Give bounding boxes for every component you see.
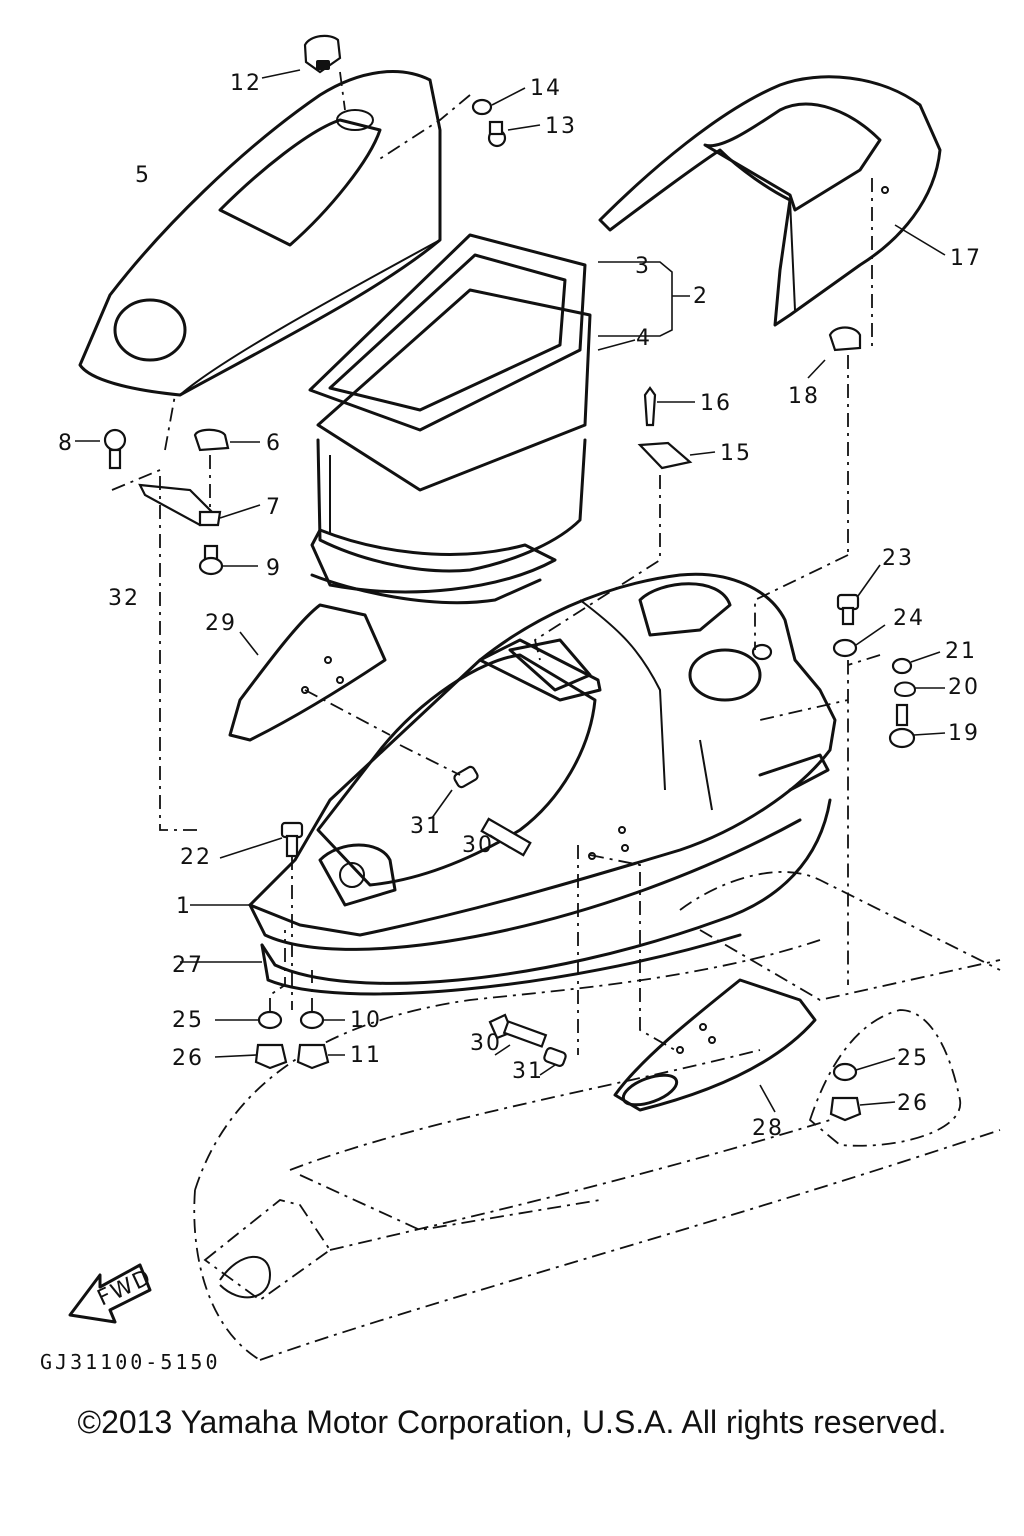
part-27-trim (180, 798, 832, 996)
parts-13-14-hardware (377, 87, 541, 161)
diagram-code: GJ31100-5150 (40, 1350, 221, 1374)
part-29-side-panel (228, 603, 391, 742)
callout-17: 17 (950, 246, 982, 271)
callout-31-lower: 31 (512, 1059, 544, 1084)
callout-28: 28 (752, 1116, 784, 1141)
callout-26-left: 26 (172, 1046, 204, 1071)
callout-20: 20 (948, 675, 980, 700)
callout-22: 22 (180, 845, 212, 870)
parts-30-31-lower (488, 845, 676, 1076)
callout-24: 24 (893, 606, 925, 631)
hull-outline (193, 871, 1001, 1361)
callout-18: 18 (788, 384, 820, 409)
callout-26-right: 26 (897, 1091, 929, 1116)
callout-8: 8 (58, 431, 74, 456)
callout-25-right: 25 (897, 1046, 929, 1071)
callout-5: 5 (135, 163, 151, 188)
detail-inset (808, 1009, 961, 1147)
parts-10-11-25-26 (214, 930, 345, 1070)
callout-4: 4 (636, 326, 652, 351)
part-17-seat (598, 75, 946, 350)
part-6-9-latch (75, 394, 261, 831)
callout-labels: 12 14 13 5 17 3 2 4 18 16 15 8 6 7 9 23 … (58, 71, 982, 1141)
callout-3: 3 (635, 254, 651, 279)
callout-32: 32 (108, 586, 140, 611)
part-1-deck (190, 572, 837, 951)
callout-12: 12 (230, 71, 262, 96)
callout-1: 1 (176, 894, 192, 919)
callout-9: 9 (266, 556, 282, 581)
copyright-notice: ©2013 Yamaha Motor Corporation, U.S.A. A… (77, 1404, 947, 1440)
callout-29: 29 (205, 611, 237, 636)
callout-16: 16 (700, 391, 732, 416)
callout-31-upper: 31 (410, 814, 442, 839)
callout-11: 11 (350, 1043, 382, 1068)
callout-21: 21 (945, 639, 977, 664)
callout-15: 15 (720, 441, 752, 466)
part-5-front-hood (78, 70, 442, 397)
part-28-side-panel (613, 978, 817, 1113)
callout-30-lower: 30 (470, 1031, 502, 1056)
callout-19: 19 (948, 721, 980, 746)
parts-15-16-18 (533, 326, 862, 661)
callout-25-left: 25 (172, 1008, 204, 1033)
callout-14: 14 (530, 76, 562, 101)
parts-30-31-upper (399, 744, 532, 857)
callout-10: 10 (350, 1008, 382, 1033)
part-12-cap (261, 34, 346, 111)
callout-23: 23 (882, 546, 914, 571)
fwd-arrow: FWD (68, 1263, 156, 1324)
part-22-bolt (219, 821, 304, 1010)
parts-19-24-hardware (759, 564, 946, 985)
callout-27: 27 (172, 953, 204, 978)
callout-6: 6 (266, 431, 282, 456)
callout-7: 7 (266, 495, 282, 520)
callout-13: 13 (545, 114, 577, 139)
callout-30-upper: 30 (462, 833, 494, 858)
callout-2: 2 (693, 284, 709, 309)
part-3-4-storage-box (308, 233, 690, 605)
